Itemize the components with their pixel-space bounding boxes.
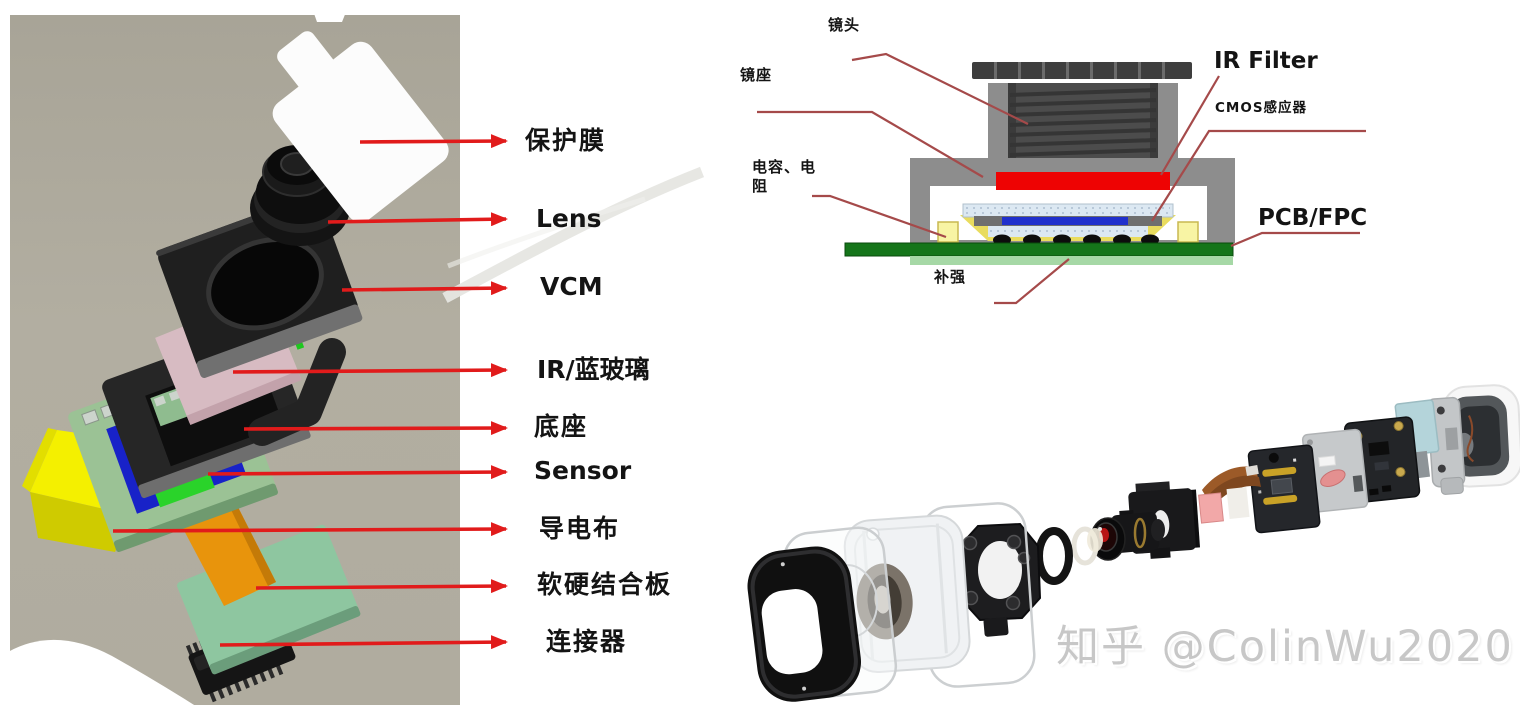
- cs-lens-cap: [972, 62, 1192, 79]
- label-connector: 连接器: [546, 627, 628, 656]
- cs-annotation-lines: [757, 52, 1366, 305]
- label-cs-ir-filter: IR Filter: [1214, 48, 1318, 74]
- photo-clear-housing: [843, 514, 971, 674]
- label-cs-pcb-fpc: PCB/FPC: [1258, 205, 1368, 231]
- cs-line-capacitor: [812, 194, 947, 239]
- photo-metal-plate: [1301, 428, 1369, 513]
- arrow-vcm: [341, 281, 508, 296]
- photo-metal-bracket: [1426, 396, 1466, 495]
- decor-swoosh: [442, 166, 705, 303]
- cs-pcb: [844, 242, 1234, 257]
- cs-lens-mount-wall-right: [1158, 83, 1178, 160]
- photo-octagon-bracket: [956, 522, 1042, 637]
- cs-line-ir-filter: [1160, 75, 1220, 176]
- label-cs-lens: 镜头: [828, 16, 861, 34]
- label-cs-stiffener: 补强: [934, 268, 967, 286]
- cs-line-lens-mount: [757, 110, 984, 178]
- cs-lens-mount-wall-left: [988, 83, 1008, 160]
- label-ir-blue-glass: IR/蓝玻璃: [537, 355, 650, 384]
- cs-capacitor-left: [937, 221, 959, 243]
- photo-exploded-view: [747, 384, 1520, 702]
- photo-spacer-rings: [1071, 526, 1103, 566]
- cs-capacitor-right: [1177, 221, 1199, 243]
- left-label-arrows: [112, 134, 508, 650]
- cs-line-pcb: [1230, 231, 1360, 248]
- label-vcm: VCM: [540, 272, 603, 301]
- cs-line-stiffener: [994, 258, 1070, 305]
- label-lens: Lens: [536, 204, 602, 233]
- label-cs-lens-mount: 镜座: [740, 66, 773, 84]
- arrow-connector: [219, 635, 508, 650]
- arrow-rigid-flex: [255, 579, 508, 594]
- label-cs-cmos-sensor: CMOS感应器: [1215, 100, 1308, 116]
- label-protective-film: 保护膜: [525, 126, 607, 155]
- photo-ir-filter-pink: [1198, 492, 1224, 524]
- cs-lens-barrel: [1008, 83, 1158, 163]
- photo-main-pcb: [1247, 444, 1321, 534]
- arrow-base: [243, 421, 508, 436]
- cs-sensor-assembly: [960, 203, 1176, 246]
- photo-front-bezel: [747, 546, 862, 702]
- cs-stiffener: [910, 256, 1233, 265]
- label-cs-capacitor-resistor: 电容、电 阻: [752, 158, 817, 195]
- arrow-conductive-cloth: [112, 522, 508, 537]
- cs-line-cmos: [1151, 129, 1366, 222]
- label-conductive-cloth: 导电布: [539, 514, 621, 543]
- photo-retainer-ring: [1035, 527, 1073, 585]
- label-rigid-flex-board: 软硬结合板: [537, 570, 673, 599]
- cs-line-lens: [851, 52, 1029, 125]
- cross-section-diagram: [757, 52, 1366, 305]
- arrow-sensor: [207, 465, 508, 480]
- exploded-3d-render: [22, 31, 449, 703]
- label-sensor: Sensor: [534, 456, 632, 485]
- photo-spacer: [1226, 487, 1250, 519]
- arrow-lens: [327, 212, 508, 227]
- top-notch-decor: [310, 2, 350, 22]
- cs-ir-filter: [996, 172, 1170, 190]
- arrow-protective-film: [359, 134, 508, 149]
- label-base: 底座: [534, 412, 589, 441]
- part-protective-film: [272, 31, 449, 223]
- photo-flex-cable: [1202, 465, 1261, 509]
- arrow-ir-glass: [232, 363, 508, 378]
- part-rigid-flex-board: [177, 524, 361, 675]
- watermark: 知乎 @ColinWu2020: [1056, 622, 1514, 672]
